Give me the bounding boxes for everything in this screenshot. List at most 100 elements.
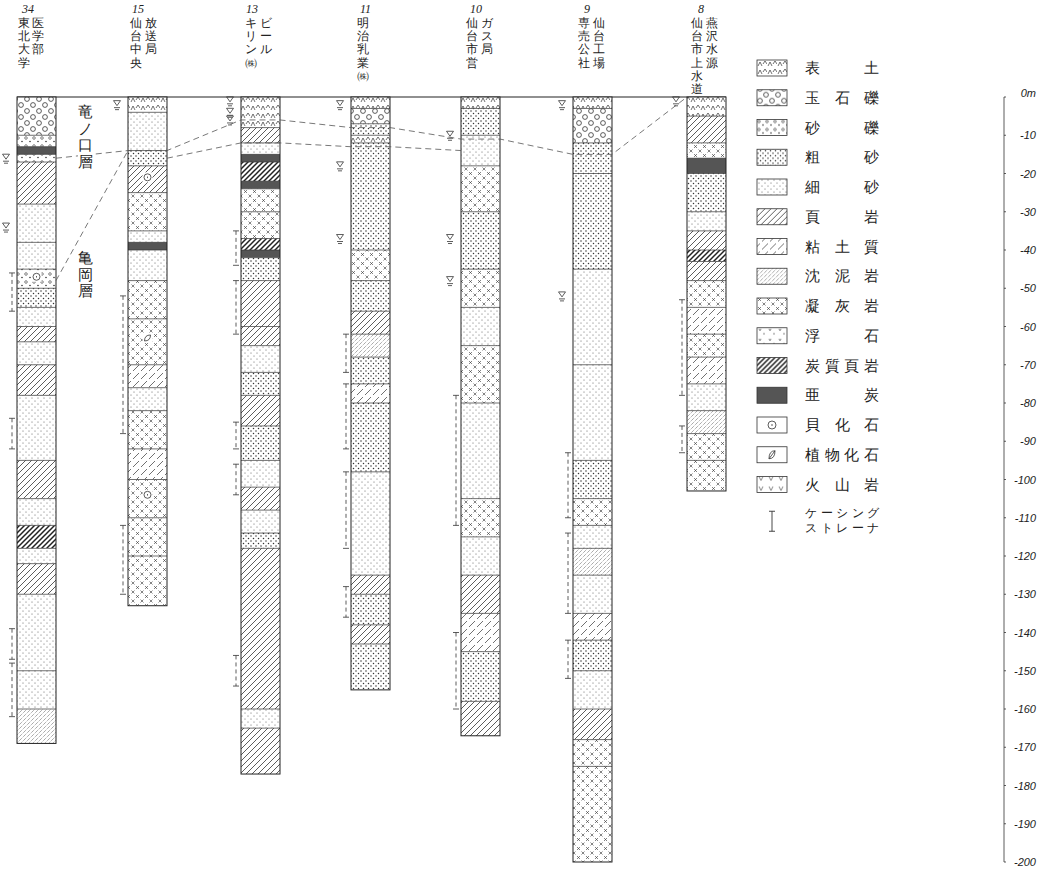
layer-boundary [241,326,280,327]
strainer-tick [565,640,571,641]
correlation-line [56,97,687,158]
depth-label: -170 [1006,740,1036,754]
water-level-mark [447,235,454,244]
water-level-symbol [3,223,10,232]
layer-boundary [461,211,500,212]
strainer-tick [453,395,459,396]
fossil-ground [143,333,153,343]
layer-boundary [687,250,726,251]
strainer-tick [343,448,349,449]
stratum-layer [128,518,167,556]
layer-boundary [241,280,280,281]
legend-label: 凝灰岩 [805,297,879,315]
layer-boundary [573,525,612,526]
swatch-box [757,417,787,433]
legend-swatch [757,60,787,76]
boring-column [337,97,391,690]
depth-label: -160 [1006,702,1036,716]
stratum-layer [241,128,280,143]
fossil-symbol [33,273,40,280]
swatch-box [757,90,787,106]
casing-strainer [233,422,239,449]
legend-swatch [757,209,787,225]
layer-boundary [17,242,56,243]
layer-boundary [128,410,167,411]
stratum-layer [351,311,390,334]
layer-boundary [461,345,500,346]
boring-column [673,97,727,491]
stratum-layer [573,365,612,461]
layer-boundary [351,142,390,143]
column-number: 13 [246,2,258,16]
depth-label: -130 [1006,587,1036,601]
stratum-layer [128,281,167,319]
layer-boundary [351,624,390,625]
legend-swatch [757,298,787,314]
legend-swatch [757,417,787,433]
depth-label: -50 [1006,281,1036,295]
column-number: 8 [698,2,704,16]
layer-boundary [17,269,56,270]
water-level-symbol [114,101,121,110]
layer-boundary [241,154,280,155]
layer-boundary [687,211,726,212]
layer-boundary [351,250,390,251]
legend-label: 浮石 [805,327,879,345]
strainer-tick [565,533,571,534]
stratum-layer [241,709,280,728]
strainer-tick [343,586,349,587]
layer-boundary [687,158,726,159]
stratum-layer [573,548,612,575]
layer-boundary [17,326,56,327]
water-level-mark [673,97,680,106]
water-level-mark [447,131,454,140]
layer-boundary [241,181,280,182]
site-name: キリン㈱ [245,17,257,70]
strainer-tick [679,452,685,453]
stratum-layer [573,460,612,498]
water-level-symbol [337,162,344,171]
strainer-tick [453,525,459,526]
stratum-layer [573,640,612,671]
layer-boundary [461,135,500,136]
stratum-layer [687,158,726,173]
stratum-layer [351,143,390,250]
water-level-mark [114,101,121,110]
stratum-layer [241,533,280,548]
stratum-layer [687,434,726,461]
casing-strainer [343,472,349,548]
depth-label: 0m [1006,86,1036,100]
stratum-layer [241,250,280,258]
legend-swatch [757,328,787,344]
water-level-symbol [559,292,566,301]
stratum-layer [461,135,500,166]
column-outline [351,97,390,690]
layer-boundary [17,709,56,710]
stratum-layer [687,143,726,158]
layer-boundary [241,250,280,251]
strainer-tick [565,678,571,679]
stratum-layer [241,728,280,774]
boring-column [3,97,57,743]
stratum-layer [351,281,390,312]
strainer-tick [120,295,126,296]
column-number: 15 [132,2,144,16]
legend-label: 植物化石 [805,446,879,464]
strainer-tick [343,548,349,549]
stratum-layer [128,319,167,365]
casing-strainer [233,464,239,495]
site-name: 東北大学 [18,17,30,70]
stratum-layer [573,613,612,640]
depth-label: -10 [1006,128,1036,142]
layer-boundary [241,548,280,549]
water-level-mark [559,292,566,301]
swatch-box [757,298,787,314]
strainer-line [123,525,124,594]
layer-boundary [687,334,726,335]
stratum-layer [128,480,167,518]
layer-boundary [573,173,612,174]
swatch-box [757,268,787,284]
water-level-mark [447,277,454,286]
strainer-line [236,231,237,265]
layer-boundary [461,403,500,404]
